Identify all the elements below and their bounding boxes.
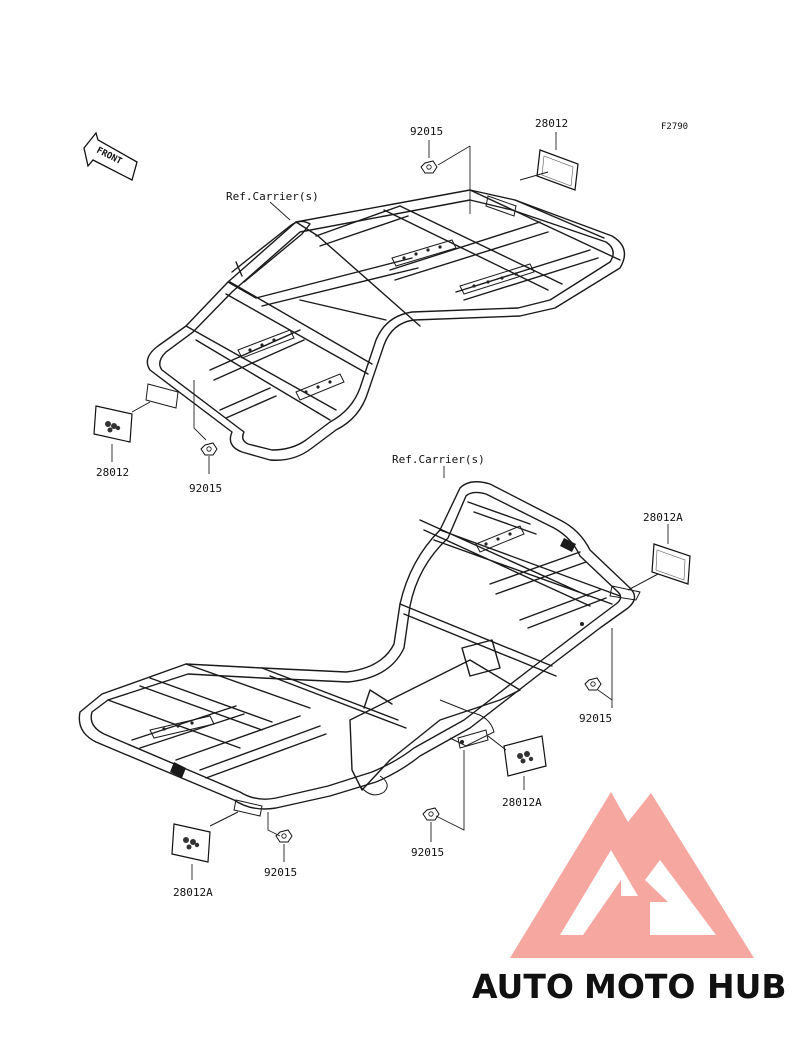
callout-28012A-lower-left: 28012A [173, 886, 213, 899]
upper-ref-carrier-label: Ref.Carrier(s) [226, 190, 319, 203]
reflector-28012A-right [627, 543, 691, 591]
logo-moto: MOTO [584, 967, 695, 1006]
callout-28012A-lower-right: 28012A [643, 511, 683, 524]
nut-92015-mid [422, 807, 440, 821]
lower-carrier [78, 481, 641, 817]
callout-92015-upper-left: 92015 [189, 482, 222, 495]
callout-92015-lower-right: 92015 [579, 712, 612, 725]
nut-92015-right [584, 677, 602, 691]
callout-28012-upper-top: 28012 [535, 117, 568, 130]
reflector-28012-left [93, 401, 151, 443]
nut-92015-left [200, 442, 218, 456]
reflector-28012A-mid [487, 735, 547, 777]
lower-ref-carrier-label: Ref.Carrier(s) [392, 453, 485, 466]
front-arrow-icon: FRONT [83, 131, 138, 181]
callout-92015-lower-left: 92015 [264, 866, 297, 879]
callout-28012-upper-left: 28012 [96, 466, 129, 479]
logo-hub: HUB [707, 967, 787, 1006]
logo-auto: AUTO [472, 967, 574, 1006]
watermark-logo: AUTO MOTO HUB [472, 792, 787, 1006]
callout-92015-upper-top: 92015 [410, 125, 443, 138]
logo-triangle [510, 792, 754, 958]
reflector-28012-top [519, 149, 579, 191]
callout-28012A-lower-mid: 28012A [502, 796, 542, 809]
nut-92015-left-lower [275, 829, 293, 843]
callout-92015-lower-mid: 92015 [411, 846, 444, 859]
nut-92015-top [420, 160, 438, 174]
reflector-28012A-left [171, 811, 239, 863]
upper-carrier [145, 189, 626, 461]
figure-code: F2790 [661, 122, 688, 132]
